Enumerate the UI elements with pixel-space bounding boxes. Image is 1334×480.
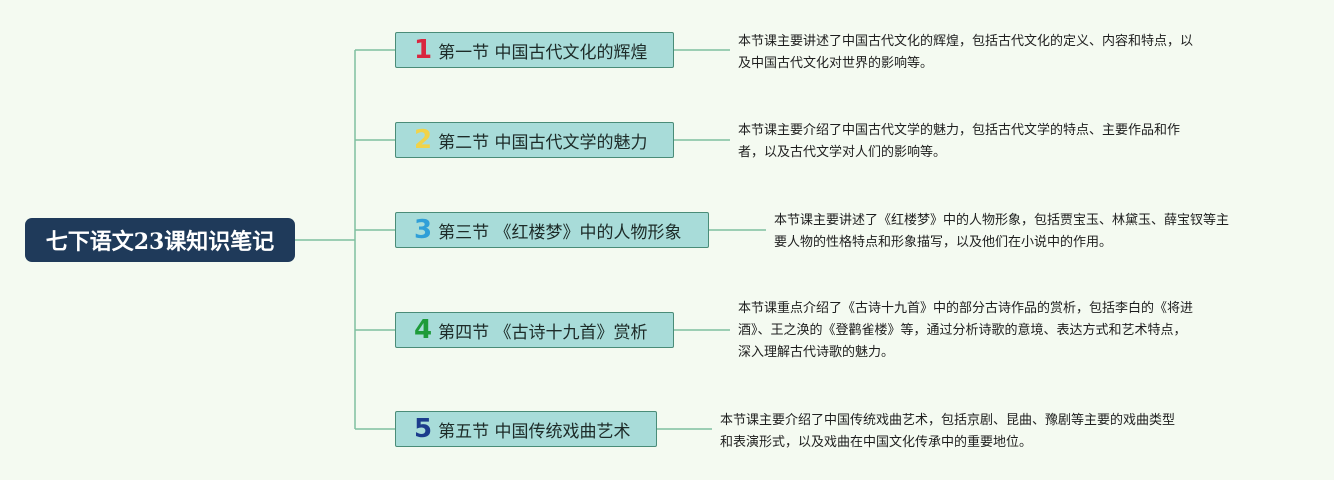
section-5-description-line: 和表演形式，以及戏曲在中国文化传承中的重要地位。 — [720, 435, 1033, 450]
topic-section-2[interactable]: 2 第二节 中国古代文学的魅力 — [395, 122, 674, 158]
number-3-icon: 3 — [414, 215, 433, 245]
root-topic[interactable]: 七下语文23课知识笔记 — [25, 218, 295, 262]
section-4-description[interactable]: 本节课重点介绍了《古诗十九首》中的部分古诗作品的赏析，包括李白的《将进 酒》、王… — [738, 298, 1193, 364]
number-1-icon: 1 — [414, 35, 433, 65]
number-5-icon: 5 — [414, 414, 433, 444]
section-5-description-line: 本节课主要介绍了中国传统戏曲艺术，包括京剧、昆曲、豫剧等主要的戏曲类型 — [720, 413, 1176, 428]
topic-section-5-label: 第五节 中国传统戏曲艺术 — [438, 421, 631, 442]
section-4-description-line: 酒》、王之涣的《登鹳雀楼》等，通过分析诗歌的意境、表达方式和艺术特点， — [738, 323, 1187, 338]
section-2-description-line: 本节课主要介绍了中国古代文学的魅力，包括古代文学的特点、主要作品和作 — [738, 123, 1181, 138]
section-1-description[interactable]: 本节课主要讲述了中国古代文化的辉煌，包括古代文化的定义、内容和特点，以 及中国古… — [738, 31, 1193, 75]
topic-section-2-label: 第二节 中国古代文学的魅力 — [438, 132, 648, 153]
topic-section-3[interactable]: 3 第三节 《红楼梦》中的人物形象 — [395, 212, 709, 248]
root-topic-label: 七下语文23课知识笔记 — [45, 229, 275, 255]
topic-section-4-label: 第四节 《古诗十九首》赏析 — [438, 322, 648, 343]
section-1-description-line: 及中国古代文化对世界的影响等。 — [738, 56, 934, 71]
topic-section-1-label: 第一节 中国古代文化的辉煌 — [438, 42, 648, 63]
section-2-description-line: 者，以及古代文学对人们的影响等。 — [738, 145, 947, 160]
section-3-description-line: 本节课主要讲述了《红楼梦》中的人物形象，包括贾宝玉、林黛玉、薛宝钗等主 — [774, 213, 1230, 228]
section-1-description-line: 本节课主要讲述了中国古代文化的辉煌，包括古代文化的定义、内容和特点，以 — [738, 34, 1194, 49]
number-2-icon: 2 — [414, 125, 433, 155]
section-2-description[interactable]: 本节课主要介绍了中国古代文学的魅力，包括古代文学的特点、主要作品和作 者，以及古… — [738, 120, 1180, 164]
number-4-icon: 4 — [414, 315, 433, 345]
section-5-description[interactable]: 本节课主要介绍了中国传统戏曲艺术，包括京剧、昆曲、豫剧等主要的戏曲类型 和表演形… — [720, 410, 1175, 454]
section-4-description-line: 深入理解古代诗歌的魅力。 — [738, 345, 895, 360]
section-3-description[interactable]: 本节课主要讲述了《红楼梦》中的人物形象，包括贾宝玉、林黛玉、薛宝钗等主 要人物的… — [774, 210, 1229, 254]
section-4-description-line: 本节课重点介绍了《古诗十九首》中的部分古诗作品的赏析，包括李白的《将进 — [738, 301, 1194, 316]
topic-section-4[interactable]: 4 第四节 《古诗十九首》赏析 — [395, 312, 674, 348]
topic-section-1[interactable]: 1 第一节 中国古代文化的辉煌 — [395, 32, 674, 68]
topic-section-3-label: 第三节 《红楼梦》中的人物形象 — [438, 222, 682, 243]
section-3-description-line: 要人物的性格特点和形象描写，以及他们在小说中的作用。 — [774, 235, 1113, 250]
topic-section-5[interactable]: 5 第五节 中国传统戏曲艺术 — [395, 411, 657, 447]
